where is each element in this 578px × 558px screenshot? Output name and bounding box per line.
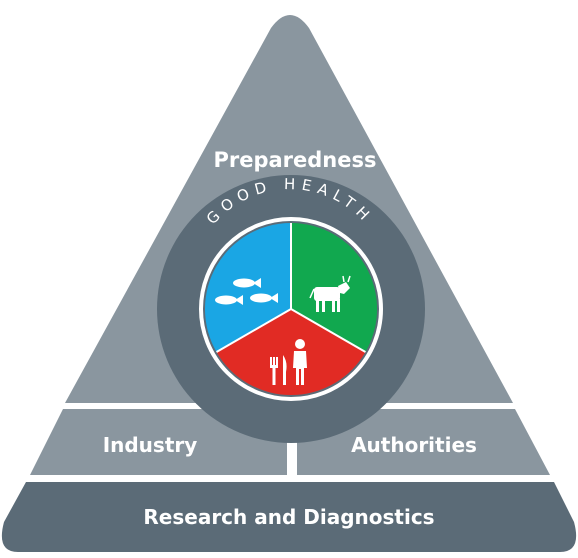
authorities-tier xyxy=(297,409,550,475)
fish-icon xyxy=(215,278,278,305)
good-health-ring-inner-border xyxy=(199,217,383,401)
cow-icon xyxy=(309,275,351,312)
fish-segment xyxy=(204,222,291,352)
research-diagnostics-label: Research and Diagnostics xyxy=(143,505,434,529)
industry-tier xyxy=(30,409,287,475)
person-cutlery-icon xyxy=(270,339,307,385)
industry-label: Industry xyxy=(103,433,198,457)
authorities-label: Authorities xyxy=(351,433,477,457)
research-diagnostics-tier xyxy=(1,482,577,552)
preparedness-label: Preparedness xyxy=(213,148,376,172)
